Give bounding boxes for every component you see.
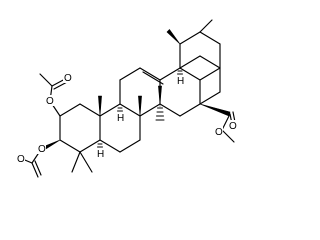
h-c9-label: H: [117, 113, 124, 124]
c14-methyl-hash: [155, 107, 165, 121]
c28-wedge: [199, 103, 231, 117]
stereo-hydrogens: [97, 70, 183, 148]
methyl-ester-o-ether: O: [215, 127, 223, 138]
methyl-ester: [199, 103, 236, 143]
h-c5-hash: [97, 143, 103, 148]
ring-e: [179, 55, 221, 105]
methyl-ester-o-carbonyl: O: [229, 121, 237, 132]
c19-methyl-wedge: [166, 29, 181, 45]
c20-methyl: [199, 19, 213, 33]
h-c18-label: H: [177, 76, 184, 87]
h-c5-label: H: [97, 149, 104, 160]
c10-methyl-wedge: [98, 95, 102, 117]
h-c18-hash: [177, 70, 183, 75]
acetoxy-top-o-carbonyl: O: [64, 73, 72, 84]
c14-methyl-wedge: [158, 85, 162, 105]
atom-labels: O O O O O O H H H: [16, 72, 237, 165]
acetoxy-bottom-o-ester: O: [38, 144, 46, 155]
c4-methyl-a: [71, 151, 81, 173]
methyl-groups: [71, 19, 213, 173]
ring-a: [59, 103, 101, 153]
ring-b: [99, 103, 141, 153]
acetoxy-bottom-o-carbonyl: O: [17, 154, 25, 165]
c8-methyl-wedge: [138, 95, 142, 117]
c3-o-wedge: [44, 139, 61, 150]
ring-e-upper: [179, 31, 221, 69]
ring-c: [119, 67, 164, 117]
ring-d: [159, 67, 201, 117]
c4-methyl-b: [79, 151, 93, 173]
structure-canvas: O O O O O O H H H: [16, 19, 237, 178]
skeletal-formula: O O O O O O H H H: [16, 19, 237, 178]
h-c9-hash: [117, 107, 123, 112]
acetoxy-top-o-ester: O: [46, 96, 54, 107]
